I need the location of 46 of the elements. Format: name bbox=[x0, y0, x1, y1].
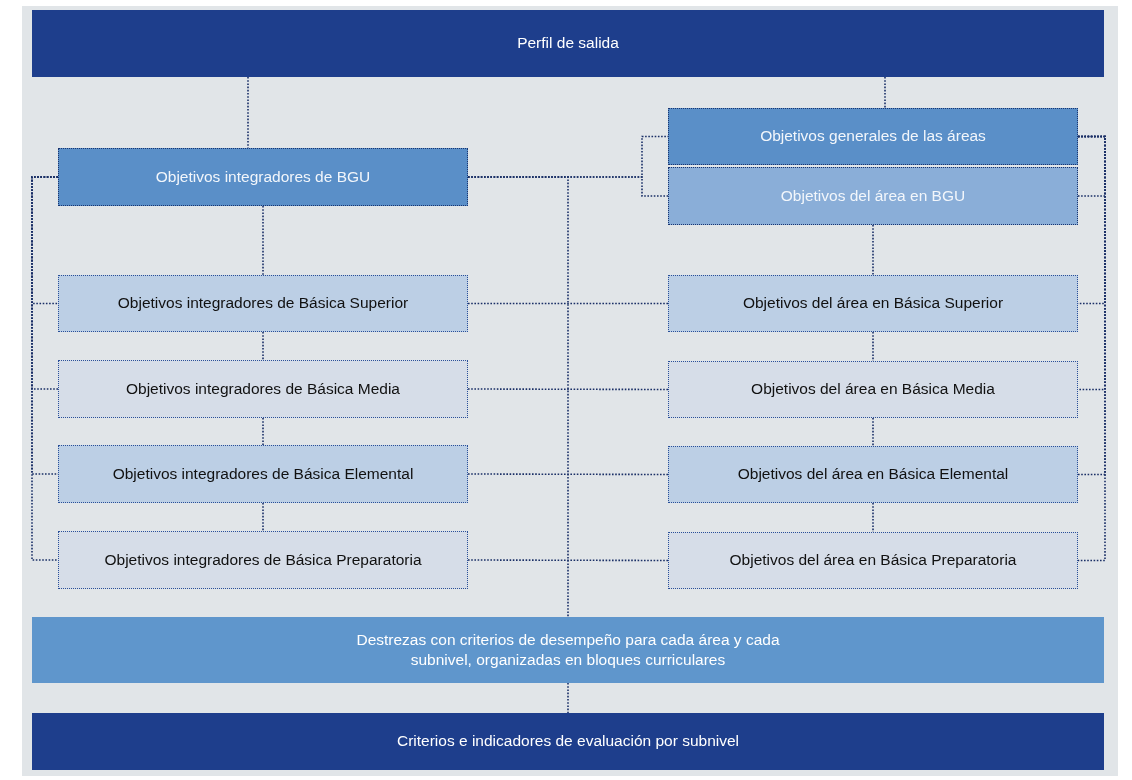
box-label: Objetivos integradores de Básica Superior bbox=[117, 293, 409, 314]
objective-box bbox=[58, 360, 468, 418]
connector-line bbox=[467, 473, 669, 476]
box-label: Destrezas con criterios de desempeño para cada área y cada subnivel, organizadas en bloques curriculares bbox=[355, 629, 781, 670]
box-label: Objetivos del área en Básica Superior bbox=[742, 293, 1004, 314]
box-label: Objetivos integradores de BGU bbox=[155, 166, 371, 187]
connector-line bbox=[467, 176, 569, 618]
objective-box bbox=[668, 108, 1078, 165]
connector-line bbox=[262, 502, 264, 532]
banner-box bbox=[32, 10, 1104, 77]
box-label: Perfil de salida bbox=[517, 33, 619, 54]
banner-box bbox=[32, 617, 1104, 683]
connector-line bbox=[467, 388, 669, 391]
connector-line bbox=[31, 176, 59, 561]
objective-box bbox=[668, 361, 1078, 418]
connector-line bbox=[247, 76, 249, 149]
objective-box bbox=[58, 148, 468, 206]
connector-line bbox=[872, 331, 874, 362]
box-label: Objetivos integradores de Básica Media bbox=[126, 378, 400, 399]
box-label: Objetivos del área en Básica Preparatoria bbox=[729, 550, 1017, 571]
connector-line bbox=[1077, 135, 1106, 562]
connector-line bbox=[467, 559, 669, 562]
objective-box bbox=[58, 445, 468, 503]
connector-line bbox=[262, 417, 264, 446]
connector-line bbox=[467, 302, 669, 305]
banner-box bbox=[32, 713, 1104, 770]
objective-box bbox=[668, 446, 1078, 503]
box-label: Criterios e indicadores de evaluación por subnivel bbox=[396, 731, 740, 752]
connector-line bbox=[567, 682, 569, 714]
connector-line bbox=[262, 331, 264, 361]
connector-line bbox=[872, 417, 874, 447]
connector-line bbox=[884, 76, 886, 109]
connector-line bbox=[872, 224, 874, 276]
objective-box bbox=[668, 275, 1078, 332]
box-label: Objetivos integradores de Básica Elemental bbox=[112, 463, 414, 484]
box-label: Objetivos del área en Básica Elemental bbox=[737, 464, 1009, 485]
box-label: Objetivos integradores de Básica Preparatoria bbox=[104, 549, 422, 570]
connector-line bbox=[262, 205, 264, 276]
objective-box bbox=[58, 531, 468, 589]
objective-box bbox=[58, 275, 468, 332]
box-label: Objetivos del área en Básica Media bbox=[751, 379, 995, 400]
box-label: Objetivos del área en BGU bbox=[780, 185, 966, 206]
objective-box bbox=[668, 532, 1078, 589]
objective-box bbox=[668, 167, 1078, 225]
connector-line bbox=[872, 502, 874, 533]
box-label: Objetivos generales de las áreas bbox=[760, 126, 986, 147]
